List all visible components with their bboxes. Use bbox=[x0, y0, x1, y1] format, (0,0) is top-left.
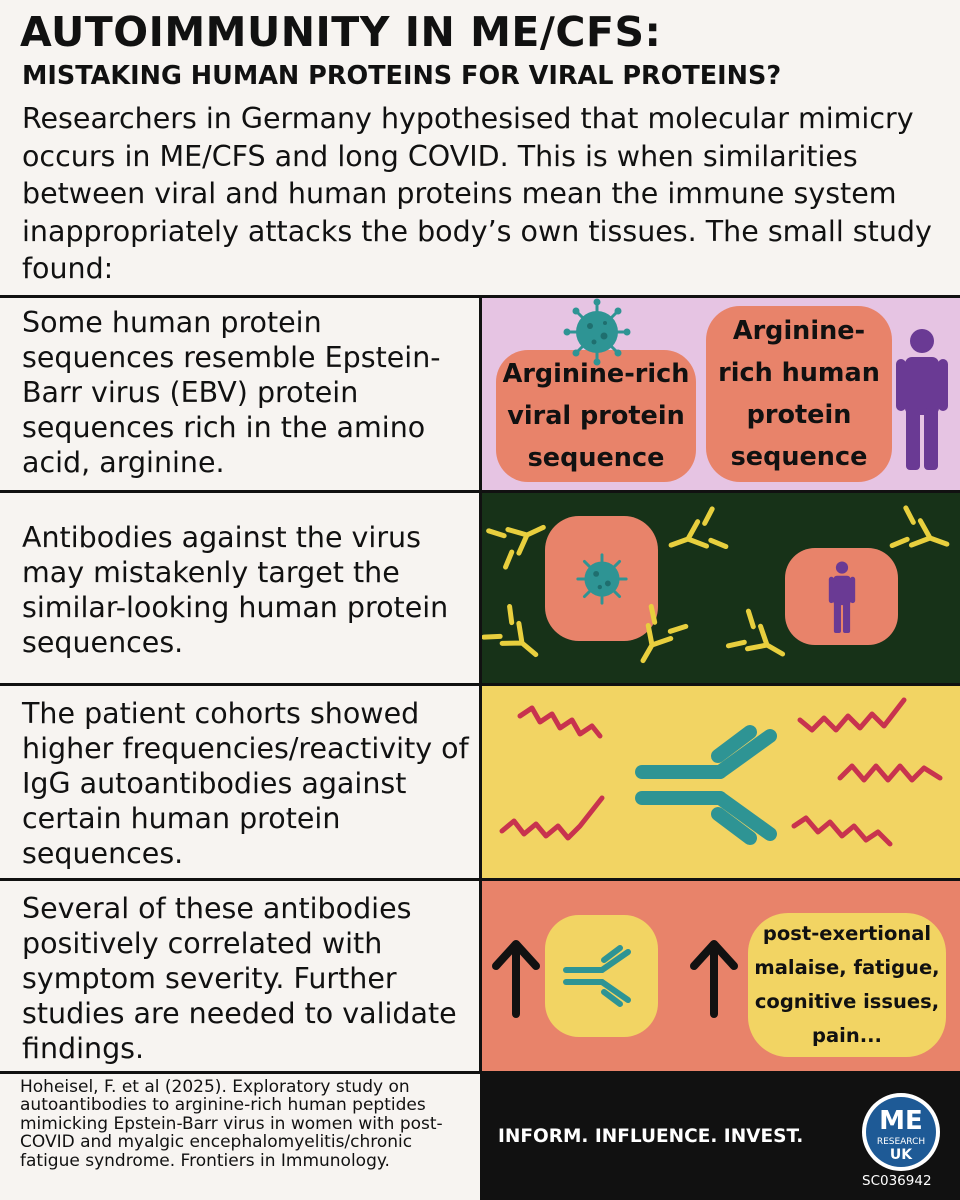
finding-2-panel bbox=[482, 493, 960, 683]
finding-2-text: Antibodies against the virus may mistake… bbox=[22, 521, 449, 659]
logo-research-text: RESEARCH bbox=[877, 1137, 925, 1147]
page-subtitle: MISTAKING HUMAN PROTEINS FOR VIRAL PROTE… bbox=[22, 61, 782, 91]
autoantibody-illustration bbox=[499, 697, 943, 847]
squiggle-icon bbox=[837, 763, 943, 783]
symptoms-box: post-exertional malaise, fatigue, cognit… bbox=[748, 913, 946, 1057]
reference-citation: Hoheisel, F. et al (2025). Exploratory s… bbox=[20, 1077, 443, 1171]
person-icon bbox=[896, 329, 948, 470]
logo-uk-text: UK bbox=[890, 1147, 913, 1163]
finding-1-panel: Arginine-rich viral protein sequence Arg… bbox=[482, 298, 960, 490]
finding-4-text: Several of these antibodies positively c… bbox=[22, 892, 457, 1065]
person-icon bbox=[828, 561, 855, 633]
antibody-level-box bbox=[545, 915, 658, 1037]
antibody-cluster bbox=[482, 493, 960, 683]
up-arrow-icon bbox=[690, 940, 738, 1018]
viral-sequence-label: Arginine-rich viral protein sequence bbox=[496, 350, 696, 482]
human-sequence-label: Arginine-rich human protein sequence bbox=[706, 306, 892, 482]
squiggle-icon bbox=[517, 705, 603, 739]
virus-icon bbox=[563, 298, 631, 366]
intro-paragraph: Researchers in Germany hypothesised that… bbox=[22, 102, 932, 285]
antibody-icon bbox=[635, 725, 777, 845]
charity-number: SC036942 bbox=[862, 1173, 932, 1189]
up-arrow-icon bbox=[492, 940, 540, 1018]
logo-me-text: ME bbox=[879, 1106, 923, 1136]
header: AUTOIMMUNITY IN ME/CFS: MISTAKING HUMAN … bbox=[0, 0, 960, 296]
squiggle-icon bbox=[791, 815, 893, 847]
page-title: AUTOIMMUNITY IN ME/CFS: bbox=[20, 8, 662, 56]
virus-target-box bbox=[545, 516, 658, 641]
logo-icon[interactable]: ME RESEARCH UK bbox=[860, 1091, 942, 1173]
finding-3-text: The patient cohorts showed higher freque… bbox=[22, 697, 469, 870]
tagline: INFORM. INFLUENCE. INVEST. bbox=[498, 1126, 804, 1147]
antibody-icon bbox=[562, 945, 631, 1007]
squiggle-icon bbox=[797, 697, 907, 733]
footer-banner: INFORM. INFLUENCE. INVEST. ME RESEARCH U… bbox=[480, 1073, 960, 1200]
virus-icon bbox=[575, 552, 628, 605]
finding-3-panel bbox=[482, 686, 960, 878]
finding-4-panel: post-exertional malaise, fatigue, cognit… bbox=[482, 881, 960, 1071]
finding-1-text: Some human protein sequences resemble Ep… bbox=[22, 306, 441, 479]
squiggle-icon bbox=[499, 795, 605, 841]
column-divider bbox=[479, 295, 482, 1073]
human-target-box bbox=[785, 548, 898, 645]
